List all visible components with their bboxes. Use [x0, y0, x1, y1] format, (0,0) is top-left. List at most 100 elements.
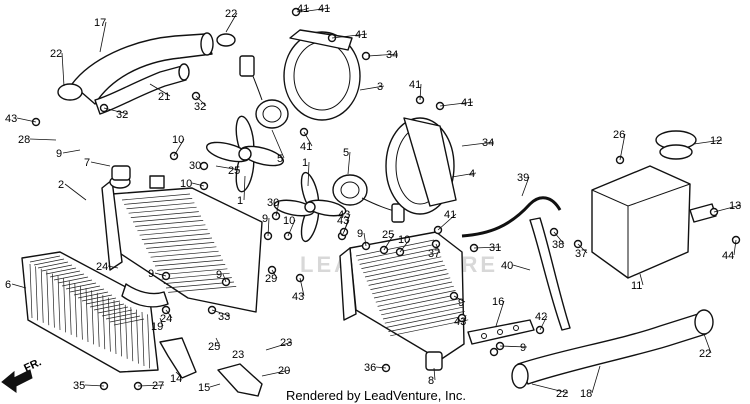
grille-mesh-line — [102, 295, 106, 350]
leader-c25c — [215, 337, 221, 347]
callout-c37b: 37 — [575, 248, 587, 260]
grille-mesh-line — [46, 271, 50, 326]
leader-c6 — [11, 283, 27, 289]
callout-c29: 29 — [265, 273, 277, 285]
leader-c25a — [215, 165, 241, 171]
callout-c42: 42 — [535, 311, 547, 323]
leader-c28 — [29, 138, 57, 141]
callout-c41b: 41 — [355, 29, 367, 41]
radiator-fin — [370, 273, 449, 290]
bolt-icon — [199, 161, 209, 171]
front-arrow-label: FR. — [22, 356, 43, 374]
callout-c30b: 30 — [267, 197, 279, 209]
grille-mesh-line — [113, 299, 117, 355]
grille-mesh-line — [37, 261, 69, 269]
callout-c43d: 43 — [292, 291, 304, 303]
leader-c43e — [461, 317, 467, 322]
radiator-fin — [146, 242, 215, 249]
leader-c10b — [191, 182, 205, 187]
reserve-tank-neck — [659, 144, 693, 160]
callout-c10d: 10 — [398, 234, 410, 246]
grille-mesh-line — [45, 267, 77, 275]
leader-c2 — [64, 183, 87, 201]
callout-c15: 15 — [198, 382, 210, 394]
callout-c7: 7 — [84, 157, 90, 169]
grille-mesh-line — [130, 307, 134, 362]
callout-c9d: 9 — [148, 268, 154, 280]
callout-c27: 27 — [152, 380, 164, 392]
callout-c10a: 10 — [172, 134, 184, 146]
callout-c3: 3 — [377, 81, 383, 93]
leader-c29 — [271, 269, 278, 279]
callout-c36: 36 — [364, 362, 376, 374]
leader-c33 — [211, 309, 231, 317]
grille-mesh-line — [96, 292, 100, 347]
right-shroud-frame — [403, 117, 457, 207]
grille-mesh-line — [63, 278, 66, 333]
radiator-fin — [364, 260, 444, 278]
callout-c20: 20 — [278, 365, 290, 377]
callout-c28: 28 — [18, 134, 30, 146]
left-fan-shroud — [283, 31, 361, 121]
leader-c16 — [495, 300, 505, 327]
radiator-fin — [124, 198, 193, 205]
grille-mesh-line — [53, 273, 85, 281]
leader-c21 — [149, 83, 171, 97]
leader-c11 — [639, 273, 644, 286]
leader-c10a — [173, 138, 185, 157]
leader-c41d — [303, 131, 313, 147]
left-radiator-fins — [121, 193, 237, 293]
callout-c34a: 34 — [386, 49, 398, 61]
callout-c43b: 43 — [337, 215, 349, 227]
grille-mesh-line — [141, 311, 145, 367]
callout-c5b: 5 — [343, 147, 349, 159]
callout-c34b: 34 — [482, 137, 494, 149]
grille-mesh-line — [89, 300, 121, 308]
radiator-fin — [363, 256, 442, 274]
left-fan-connector — [239, 55, 255, 77]
grille-mesh-line — [35, 266, 38, 321]
overflow-hose-40 — [529, 217, 571, 331]
leader-c30b — [275, 201, 280, 217]
grille-mesh-line — [108, 297, 111, 352]
callout-c33: 33 — [218, 311, 230, 323]
leader-c43d — [299, 277, 305, 297]
leader-c20 — [261, 369, 291, 377]
right-fan-motor-hub — [340, 181, 360, 199]
radiator-fin — [128, 206, 197, 214]
hose-18-clamp-a — [511, 363, 529, 389]
right-radiator-tank — [339, 247, 357, 321]
grille-mesh-line — [68, 280, 72, 335]
callout-c24a: 24 — [96, 261, 108, 273]
callout-c12: 12 — [710, 135, 722, 147]
grille-mesh-line — [80, 285, 83, 340]
radiator-fin — [366, 264, 445, 282]
callout-c41d: 41 — [300, 141, 312, 153]
radiator-fin — [148, 246, 217, 254]
radiator-cap-top — [111, 165, 131, 181]
left-fan-motor-hub — [262, 105, 282, 123]
callout-c9c: 9 — [357, 228, 363, 240]
grille-mesh-line — [52, 273, 55, 328]
leader-c4 — [451, 172, 477, 178]
left-radiator-filler — [149, 175, 165, 189]
leader-c19 — [159, 317, 164, 327]
leader-c9f — [453, 295, 466, 303]
lower-hose-14 — [159, 337, 197, 379]
leader-c13 — [713, 204, 742, 213]
grille-mesh-line — [85, 287, 89, 343]
radiator-fin — [141, 233, 210, 240]
callout-c30a: 30 — [189, 160, 201, 172]
radiator-fin — [139, 228, 208, 236]
grille-mesh-line — [29, 255, 61, 263]
hose-18-clamp-b — [694, 309, 714, 335]
leader-c1a — [243, 175, 246, 201]
leader-c3 — [359, 85, 385, 91]
callout-c35: 35 — [73, 380, 85, 392]
callout-c25a: 25 — [228, 165, 240, 177]
lower-hose-15 — [217, 363, 263, 397]
leader-c38 — [553, 231, 565, 245]
radiator-fin — [135, 220, 204, 227]
callout-c41f: 41 — [461, 97, 473, 109]
